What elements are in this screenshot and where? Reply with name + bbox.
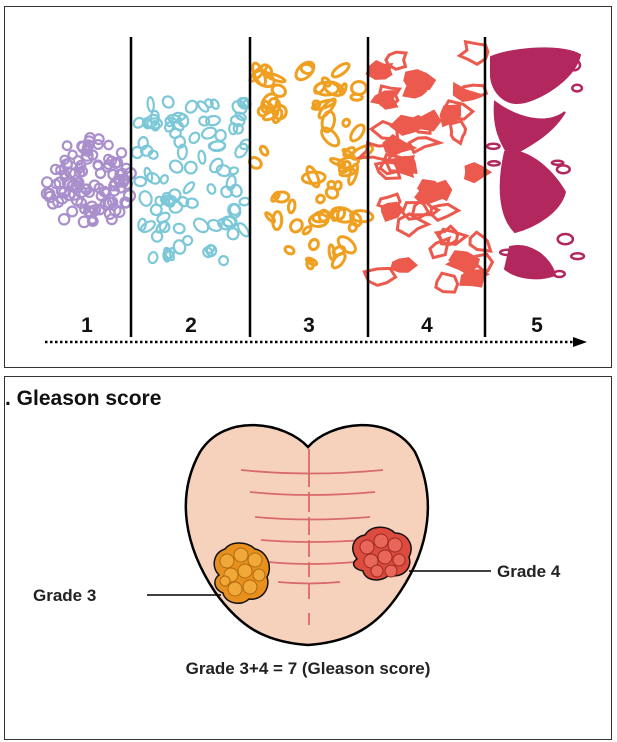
grade-3-gland (335, 234, 358, 256)
grade-3-label: Grade 3 (33, 586, 96, 605)
grade-5-fragment (572, 85, 582, 92)
grade-4-gland (409, 138, 439, 153)
grade-2-gland (182, 181, 196, 195)
grade-2-gland (161, 94, 176, 109)
grade-2-gland (206, 115, 221, 126)
grade-2-gland (145, 171, 161, 186)
grade-2-gland (134, 177, 146, 187)
grade-4-label: Grade 4 (497, 562, 561, 581)
panel-title: . Gleason score (5, 387, 161, 411)
grade-5-fragment (557, 165, 570, 173)
grade-3-gland (305, 165, 322, 189)
grade-label-3: 3 (303, 314, 315, 337)
grade-2-gland (156, 211, 171, 225)
grade-4-gland (397, 214, 428, 236)
grade-2-gland (233, 142, 250, 160)
grade-5-fragment (552, 161, 563, 165)
grade-2-gland (183, 159, 200, 176)
grade-4-gland (436, 273, 458, 292)
grade-3-gland (272, 211, 282, 229)
grade-5-fragment (571, 253, 584, 259)
grade-1-gland (59, 214, 69, 224)
grade-3-gland (348, 123, 367, 144)
grade-3-gland (342, 118, 351, 127)
grade-2-gland (148, 150, 159, 160)
grade-2-gland (148, 251, 159, 264)
grade-label-4: 4 (421, 314, 433, 337)
grade-5-fragment (488, 161, 499, 165)
grade-3-gland (288, 200, 296, 214)
grade-2-gland (168, 158, 185, 175)
grade-3-gland (302, 225, 312, 235)
grade-2-gland (147, 97, 154, 112)
tissue-patterns (42, 42, 584, 292)
grade-4-gland (470, 232, 491, 251)
grade-3-gland (330, 61, 351, 79)
grade-1-gland (117, 148, 126, 157)
grade-1-gland (67, 207, 77, 217)
grade-2-gland (187, 131, 201, 145)
gleason-score-caption: Grade 3+4 = 7 (Gleason score) (186, 659, 431, 678)
grade-2-gland (184, 99, 200, 115)
grade-4-gland (430, 238, 449, 257)
grade-2-gland (206, 183, 217, 195)
grade-3-gland (334, 181, 342, 191)
grade-2-gland (159, 174, 169, 185)
arrow-head-icon (573, 337, 587, 347)
grade-3-gland (308, 238, 320, 251)
grade-3-gland (259, 145, 270, 157)
grade-4-gland (384, 136, 413, 154)
grade-2-gland (138, 190, 154, 208)
grade-4-gland (386, 52, 406, 69)
grade-4-gland (392, 259, 416, 272)
grade-4-gland (450, 121, 465, 143)
gleason-grades-illustration: 1 2 3 4 5 (5, 7, 611, 367)
grade-2-gland (173, 223, 186, 235)
grade-1-gland (42, 177, 52, 187)
grade-label-1: 1 (81, 314, 93, 337)
gleason-grades-panel: 1 2 3 4 5 (4, 6, 612, 368)
grade-1-gland (104, 141, 112, 149)
grade-5-tissue-sheet (501, 151, 565, 232)
grade-4-gland (373, 92, 397, 109)
grade-2-gland (227, 228, 239, 240)
grade-3-gland (315, 194, 326, 205)
grade-5-fragment (487, 144, 499, 149)
grade-5-fragment (558, 234, 573, 244)
grade-1-gland (96, 169, 105, 178)
grade-3-gland (339, 168, 355, 177)
grade-1-gland (63, 141, 72, 150)
grade-2-gland (218, 255, 228, 266)
grade-2-gland (198, 150, 207, 164)
grade-3-gland (284, 245, 295, 255)
gleason-score-illustration: Grade 3 Grade 4 Grade 3+4 = 7 (Gleason s… (5, 377, 611, 739)
grade-2-gland (196, 100, 210, 114)
grade-2-gland (229, 167, 239, 175)
grade-3-gland (351, 81, 366, 95)
grade-1-gland (69, 151, 77, 159)
grade-5-tissue-sheet (495, 102, 565, 157)
grade-2-gland (132, 116, 146, 130)
grade-4-gland (460, 42, 488, 65)
grade-label-5: 5 (531, 314, 543, 337)
grade-2-gland (208, 156, 225, 174)
grade-2-gland (239, 197, 250, 206)
grade-3-gland (302, 171, 326, 184)
gleason-score-panel: Grade 3 Grade 4 Grade 3+4 = 7 (Gleason s… (4, 376, 612, 740)
grade-label-2: 2 (185, 314, 197, 337)
